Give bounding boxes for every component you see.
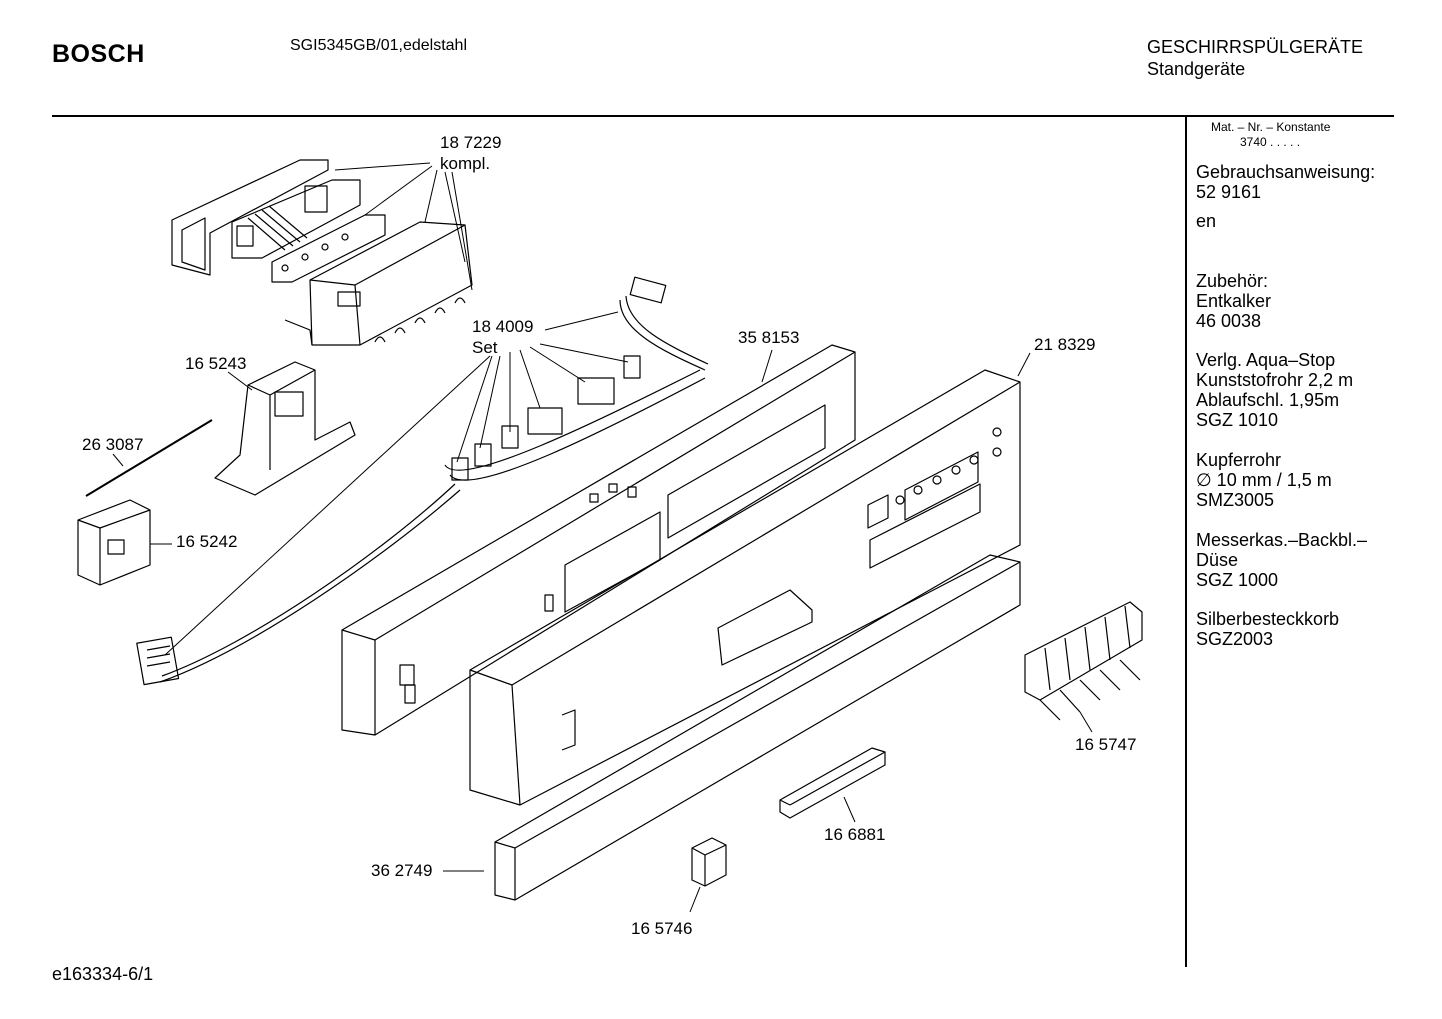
mat-heading: Mat. – Nr. – Konstante: [1211, 120, 1331, 134]
part-218329-front-panel: [469, 369, 1021, 806]
category-sub: Standgeräte: [1147, 59, 1246, 79]
part-label-362749: 36 2749: [371, 861, 433, 880]
part-note-set: Set: [472, 338, 498, 357]
brand-logo: BOSCH: [52, 40, 145, 68]
part-165746: [691, 837, 727, 887]
header-divider: [52, 115, 1394, 117]
part-362749-strip: [494, 554, 1021, 901]
accessory-1-number: 46 0038: [1196, 311, 1262, 331]
accessory-2: Verlg. Aqua–Stop Kunststofrohr 2,2 m Abl…: [1196, 350, 1354, 430]
accessories-title: Zubehör:: [1196, 271, 1269, 291]
part-166881: [779, 747, 886, 819]
part-label-358153: 35 8153: [738, 328, 800, 347]
drawing-id: e163334-6/1: [52, 964, 154, 984]
part-263087: [85, 419, 213, 497]
part-label-165747: 16 5747: [1075, 735, 1137, 754]
model-number: SGI5345GB/01,edelstahl: [290, 37, 468, 54]
part-label-165242: 16 5242: [176, 532, 238, 551]
accessory-1-name: Entkalker: [1196, 291, 1272, 311]
mat-value: 3740 . . . . .: [1240, 135, 1301, 149]
part-184009-wiring-set: [136, 276, 709, 686]
part-165243: [214, 361, 356, 496]
part-165747-keys: [1024, 601, 1143, 721]
part-165242: [77, 499, 151, 586]
part-label-184009: 18 4009: [472, 317, 534, 336]
part-label-263087: 26 3087: [82, 435, 144, 454]
category-main: GESCHIRRSPÜLGERÄTE: [1147, 37, 1364, 57]
part-label-166881: 16 6881: [824, 825, 886, 844]
part-label-165746: 16 5746: [631, 919, 693, 938]
part-note-kompl: kompl.: [440, 154, 491, 173]
manual-number: 52 9161: [1196, 182, 1262, 202]
sidebar-divider: [1185, 117, 1187, 967]
accessory-3: Kupferrohr ∅ 10 mm / 1,5 m SMZ3005: [1196, 450, 1332, 510]
accessory-5: Silberbesteckkorb SGZ2003: [1196, 609, 1340, 649]
part-187229-module: [171, 159, 473, 346]
language-code: en: [1196, 211, 1217, 231]
accessory-4: Messerkas.–Backbl.– Düse SGZ 1000: [1196, 530, 1368, 590]
part-358153-panel-carrier: [341, 344, 856, 736]
manual-label: Gebrauchsanweisung:: [1196, 162, 1376, 182]
part-label-218329: 21 8329: [1034, 335, 1096, 354]
part-label-187229: 18 7229: [440, 133, 502, 152]
part-label-165243: 16 5243: [185, 354, 247, 373]
leader-lines: [112, 162, 1093, 913]
